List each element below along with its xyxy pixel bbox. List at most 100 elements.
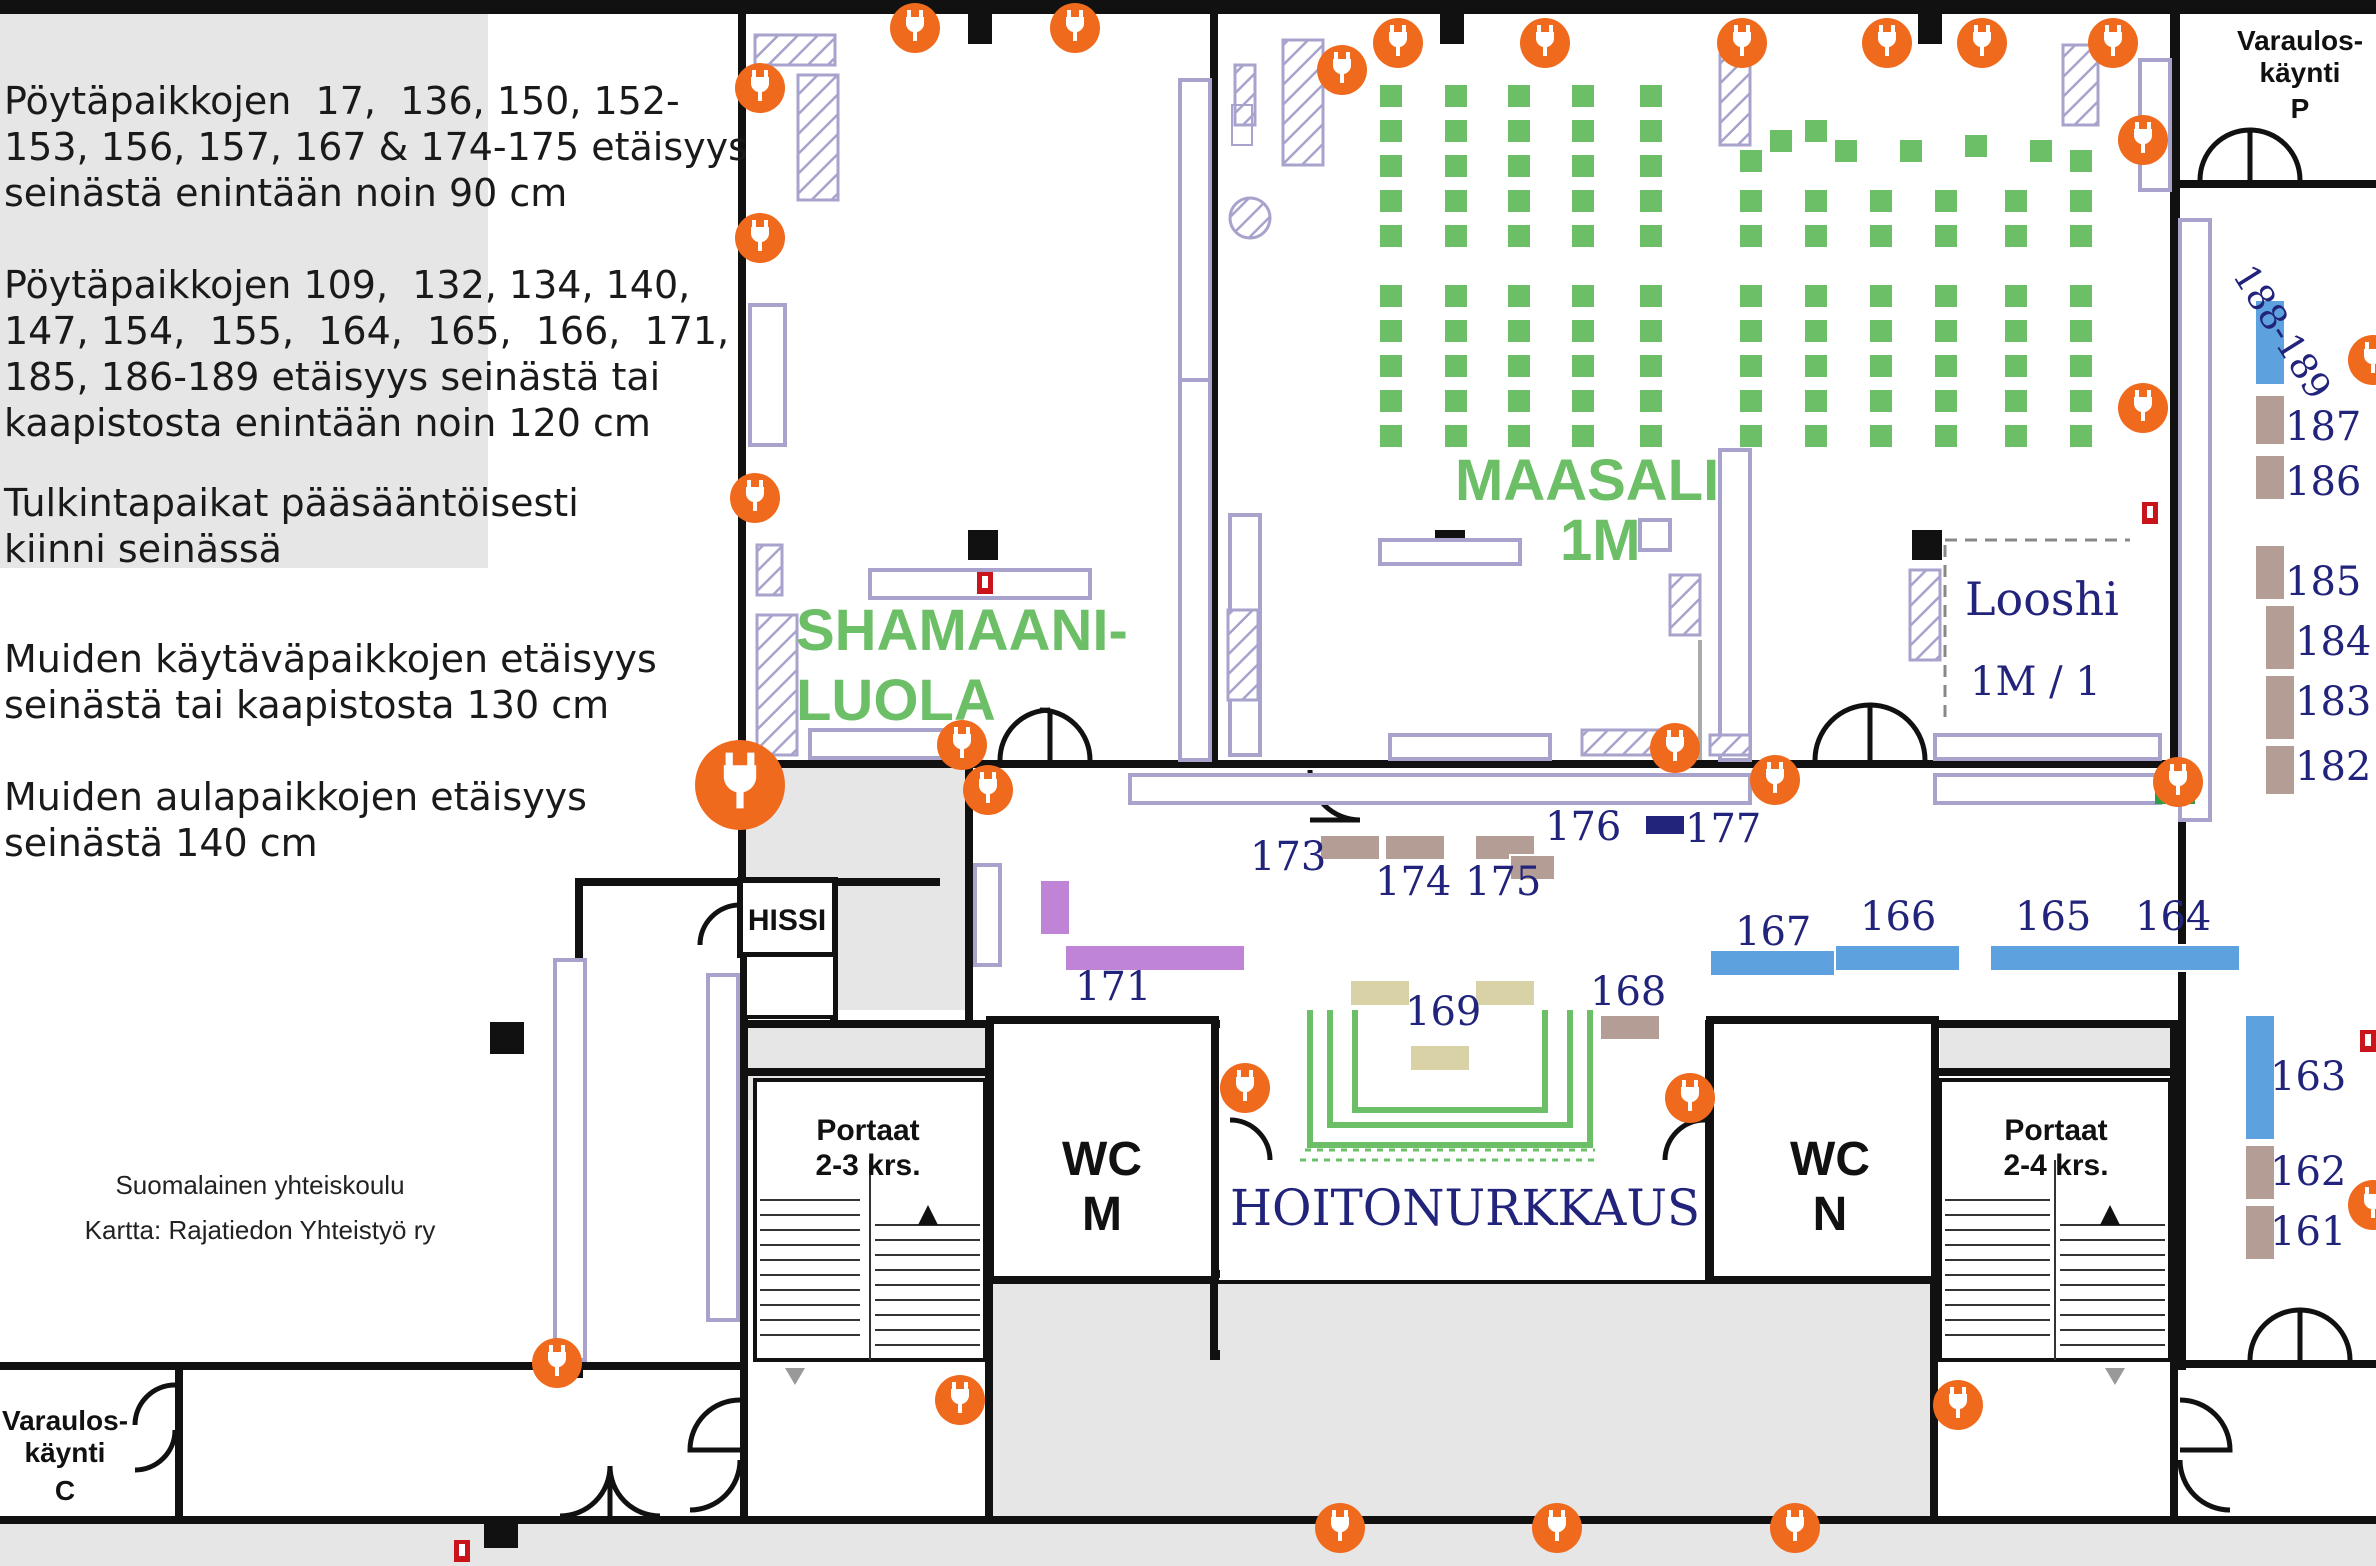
table-number: 171 [1075, 964, 1151, 1010]
power-outlet-icon [1717, 18, 1767, 68]
fire-extinguisher-icon [2360, 1030, 2376, 1052]
emergency-exit-label-c: käynti [25, 1437, 106, 1468]
table-number: 166 [1860, 894, 1936, 940]
note-seat-distance-90cm: Pöytäpaikkojen 17, 136, 150, 152- 153, 1… [4, 79, 748, 215]
maasali-seats [1380, 85, 2092, 447]
power-outlet-icon [1862, 18, 1912, 68]
table-number: 186 [2285, 459, 2361, 505]
power-outlet-icon [1750, 755, 1800, 805]
table-number: 161 [2270, 1209, 2346, 1255]
room-label-wc-n: WC [1790, 1133, 1870, 1186]
room-label-hissi: HISSI [748, 904, 826, 937]
tables-tan [1349, 979, 1536, 1072]
power-outlet-icon [1050, 3, 1100, 53]
power-outlet-icon [735, 213, 785, 263]
room-label-maasali: MAASALI [1455, 448, 1719, 513]
stair-arrow-down-icon [785, 1368, 805, 1385]
power-outlet-icon [935, 1375, 985, 1425]
power-outlet-icon [2088, 18, 2138, 68]
room-label-shamaaniluola: SHAMAANI- [796, 598, 1128, 663]
room-label-stairs-right: Portaat [2004, 1114, 2107, 1147]
note-interpretation-seats: Tulkintapaikat pääsääntöisesti kiinni se… [4, 481, 579, 571]
power-outlet-icon [2118, 383, 2168, 433]
power-outlet-icon [963, 765, 1013, 815]
note-lobby-distance: Muiden aulapaikkojen etäisyys seinästä 1… [4, 775, 587, 865]
table-number: 175 [1465, 859, 1541, 905]
stair-arrow-down-icon [2105, 1368, 2125, 1385]
hatched-cabinets [753, 33, 2100, 757]
power-outlet-icon [2348, 335, 2376, 385]
note-seat-distance-120cm: Pöytäpaikkojen 109, 132, 134, 140, 147, … [4, 263, 730, 445]
note-corridor-distance: Muiden käytäväpaikkojen etäisyys seinäst… [4, 637, 657, 727]
power-outlet-icon [730, 473, 780, 523]
emergency-exit-label-p: käynti [2260, 57, 2341, 88]
table-number: 169 [1405, 989, 1481, 1035]
wc-n-room [1706, 1016, 1939, 1284]
fire-extinguisher-icon [454, 1540, 470, 1562]
stair-arrow-up-icon [2100, 1205, 2120, 1225]
table-number: 162 [2270, 1149, 2346, 1195]
hoitonurkkaus-area [1307, 1010, 1593, 1148]
stairs-right [1938, 1078, 2172, 1362]
table-number: 182 [2295, 744, 2371, 790]
power-outlet-icon [1220, 1063, 1270, 1113]
table-number: 185 [2285, 559, 2361, 605]
room-label-looshi: 1M / 1 [1970, 659, 2101, 705]
emergency-exit-label-c: Varaulos- [2, 1405, 128, 1436]
room-label-stairs-left: Portaat [816, 1114, 919, 1147]
room-label-hoitonurkkaus: HOITONURKKAUS [1230, 1179, 1700, 1237]
stair-arrow-up-icon [918, 1205, 938, 1225]
power-outlet-icon [1665, 1073, 1715, 1123]
emergency-exit-label-c: C [55, 1475, 75, 1506]
doors [132, 127, 2353, 1519]
power-outlet-icon [890, 3, 940, 53]
room-label-wc-m: M [1082, 1188, 1122, 1241]
power-outlet-icon [2348, 1180, 2376, 1230]
wc-m-room [986, 1016, 1219, 1284]
emergency-exit-label-p: Varaulos- [2237, 25, 2363, 56]
power-outlet-icon [1317, 45, 1367, 95]
power-outlet-icon [2153, 757, 2203, 807]
emergency-exit-label-p: P [2291, 93, 2310, 124]
tables-blue [1644, 299, 2286, 1141]
stairs-left [753, 1078, 987, 1362]
power-outlet-icon [2118, 115, 2168, 165]
room-label-stairs-right: 2-4 krs. [2003, 1149, 2108, 1182]
table-number: 165 [2015, 894, 2091, 940]
table-number: 183 [2295, 679, 2371, 725]
notes-panel [0, 14, 488, 568]
room-label-wc-n: N [1813, 1188, 1848, 1241]
room-label-maasali: 1M [1560, 508, 1641, 573]
power-outlet-icon [1770, 1503, 1820, 1553]
power-outlet-icon [695, 740, 785, 830]
table-number: 164 [2135, 894, 2211, 940]
corridor-area [0, 1520, 2376, 1566]
room-label-shamaaniluola: LUOLA [796, 668, 996, 733]
table-number: 177 [1685, 806, 1761, 852]
credit-school: Suomalainen yhteiskoulu [115, 1170, 405, 1200]
power-outlet-icon [1957, 18, 2007, 68]
tables-brown [1319, 394, 2296, 1261]
looshi-boundary [1943, 538, 2130, 720]
room-label-looshi: Looshi [1965, 572, 2119, 626]
table-number: 167 [1735, 909, 1811, 955]
table-number: 184 [2295, 619, 2371, 665]
exit-p-box [2180, 14, 2376, 180]
credit-map-author: Kartta: Rajatiedon Yhteistyö ry [84, 1215, 436, 1245]
fire-extinguisher-icon [977, 572, 993, 594]
table-number: 173 [1250, 834, 1326, 880]
room-label-wc-m: WC [1062, 1133, 1142, 1186]
power-outlet-icon [532, 1338, 582, 1388]
table-number: 187 [2285, 404, 2361, 450]
elevator [737, 877, 838, 958]
power-outlet-icon [1315, 1503, 1365, 1553]
power-outlet-icon [1373, 18, 1423, 68]
tables-purple [1039, 879, 1246, 972]
fire-extinguisher-icon [2142, 502, 2158, 524]
power-outlet-icon [1933, 1380, 1983, 1430]
table-number: 168 [1590, 969, 1666, 1015]
power-outlet-icon [1520, 18, 1570, 68]
table-number: 174 [1375, 859, 1451, 905]
corridor-area [1940, 1020, 2170, 1070]
